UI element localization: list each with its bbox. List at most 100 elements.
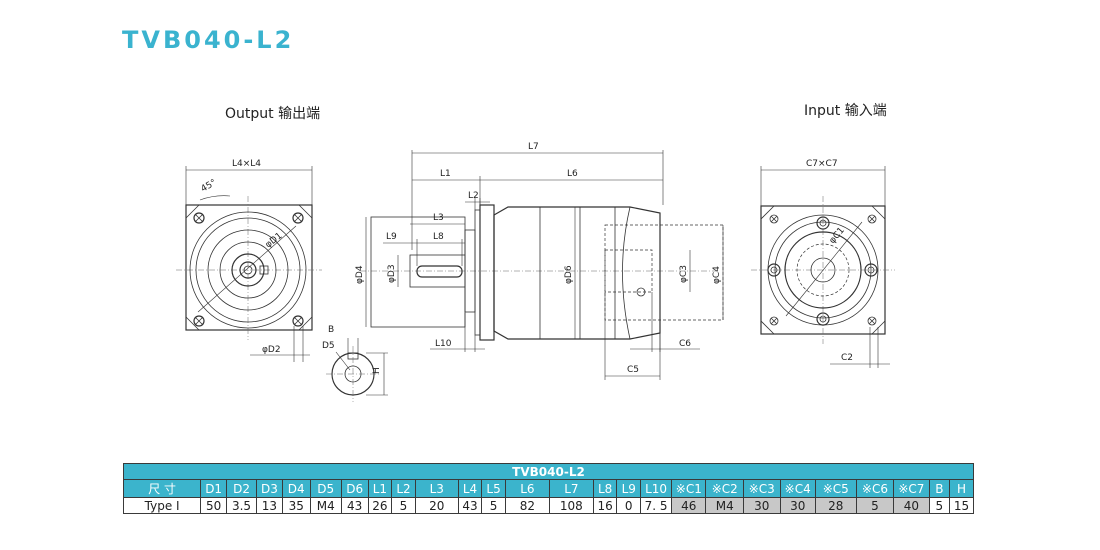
- side-view: L7 L1 L6 L2 L3 L9 L8 φD4 φD3 φD6 φC3 φC4…: [355, 142, 724, 380]
- dim-D5: D5: [322, 341, 335, 351]
- dim-phi-D6: φD6: [564, 265, 574, 284]
- spec-value-l5: 5: [481, 497, 506, 514]
- dim-L6: L6: [567, 169, 578, 179]
- spec-col-l9: L9: [616, 479, 642, 498]
- spec-col-b: B: [928, 479, 951, 498]
- spec-col-d5: D5: [309, 479, 342, 498]
- spec-value-d3: 13: [256, 497, 283, 514]
- spec-col-l6: L6: [504, 479, 550, 498]
- spec-row-header: 尺 寸: [122, 479, 202, 498]
- spec-value-d6: 43: [340, 497, 369, 514]
- output-flange-view: L4×L4 45° φD1 φD2: [176, 159, 322, 362]
- dim-B: B: [328, 325, 334, 335]
- dim-L2: L2: [468, 191, 479, 201]
- spec-value-d2: 3.5: [225, 497, 258, 514]
- output-mount-hole-bl: [193, 315, 205, 327]
- spec-col-d3: D3: [256, 479, 283, 498]
- spec-col-d2: D2: [225, 479, 258, 498]
- output-mount-hole-tr: [292, 212, 304, 224]
- spec-value-c5: 28: [814, 497, 857, 514]
- spec-value-l7: 108: [548, 497, 594, 514]
- spec-value-l4: 43: [457, 497, 483, 514]
- spec-value-l9: 0: [616, 497, 642, 514]
- spec-value-h: 15: [949, 497, 974, 514]
- spec-row-label: Type I: [122, 497, 202, 514]
- dim-C7xC7: C7×C7: [806, 159, 838, 169]
- spec-col-l10: L10: [640, 479, 673, 498]
- input-view-label: Input 输入端: [804, 103, 887, 119]
- output-view-label: Output 输出端: [225, 106, 321, 122]
- spec-col-c7: ※C7: [893, 479, 930, 498]
- spec-value-l1: 26: [367, 497, 393, 514]
- spec-col-c1: ※C1: [671, 479, 707, 498]
- page-title: TVB040-L2: [122, 26, 295, 54]
- spec-col-c5: ※C5: [814, 479, 857, 498]
- dim-L9: L9: [386, 232, 397, 242]
- spec-table-title: TVB040-L2: [123, 463, 974, 480]
- spec-value-d5: M4: [309, 497, 342, 514]
- dim-phi-C3: φC3: [679, 265, 689, 283]
- dim-L8: L8: [433, 232, 444, 242]
- spec-value-d4: 35: [281, 497, 311, 514]
- dim-phi-D4: φD4: [355, 265, 365, 284]
- spec-value-l10: 7. 5: [640, 497, 673, 514]
- dim-C2: C2: [841, 353, 853, 363]
- output-mount-hole-br: [292, 315, 304, 327]
- spec-col-l3: L3: [414, 479, 459, 498]
- dim-H: H: [372, 367, 382, 374]
- dim-phi-D2: φD2: [262, 345, 281, 355]
- dim-phi-D3: φD3: [387, 264, 397, 283]
- spec-value-d1: 50: [200, 497, 227, 514]
- input-hole-right: [864, 263, 878, 277]
- output-mount-hole-tl: [193, 212, 205, 224]
- spec-value-c1: 46: [671, 497, 707, 514]
- shaft-key-detail: B D5 H: [322, 325, 388, 402]
- spec-value-c4: 30: [779, 497, 816, 514]
- spec-col-c6: ※C6: [855, 479, 895, 498]
- spec-col-c3: ※C3: [743, 479, 781, 498]
- spec-value-l6: 82: [504, 497, 550, 514]
- spec-value-l2: 5: [391, 497, 416, 514]
- dim-C5: C5: [627, 365, 639, 375]
- input-hole-bottom: [816, 312, 830, 326]
- spec-value-c3: 30: [743, 497, 781, 514]
- spec-col-d4: D4: [281, 479, 311, 498]
- spec-col-d1: D1: [200, 479, 227, 498]
- input-flange-view: C7×C7 φC1 C2: [751, 159, 895, 368]
- dim-45-degree: 45°: [200, 178, 219, 195]
- output-flange-outline: [185, 204, 313, 331]
- input-corner-tl: [769, 214, 779, 224]
- dim-phi-C4: φC4: [712, 266, 722, 284]
- spec-col-l1: L1: [367, 479, 393, 498]
- input-hole-top: [816, 216, 830, 230]
- spec-col-h: H: [949, 479, 974, 498]
- dim-L10: L10: [435, 339, 452, 349]
- spec-value-l8: 16: [592, 497, 618, 514]
- spec-col-l7: L7: [548, 479, 594, 498]
- input-corner-tr: [867, 214, 877, 224]
- spec-col-c2: ※C2: [705, 479, 745, 498]
- spec-value-b: 5: [928, 497, 951, 514]
- spec-col-c4: ※C4: [779, 479, 816, 498]
- dim-phi-C1: φC1: [828, 226, 847, 246]
- spec-col-l5: L5: [481, 479, 506, 498]
- input-hole-left: [767, 263, 781, 277]
- technical-drawing: L4×L4 45° φD1 φD2 B D5 H: [176, 142, 895, 402]
- spec-value-l3: 20: [414, 497, 459, 514]
- dim-L7: L7: [528, 142, 539, 152]
- dim-C6: C6: [679, 339, 691, 349]
- dim-L3: L3: [433, 213, 444, 223]
- spec-col-l2: L2: [391, 479, 416, 498]
- spec-value-c6: 5: [855, 497, 895, 514]
- dim-L4xL4: L4×L4: [232, 159, 261, 169]
- spec-col-l8: L8: [592, 479, 618, 498]
- spec-value-c2: M4: [705, 497, 745, 514]
- spec-value-c7: 40: [893, 497, 930, 514]
- input-corner-bl: [769, 316, 779, 326]
- spec-col-l4: L4: [457, 479, 483, 498]
- spec-col-d6: D6: [340, 479, 369, 498]
- dim-L1: L1: [440, 169, 451, 179]
